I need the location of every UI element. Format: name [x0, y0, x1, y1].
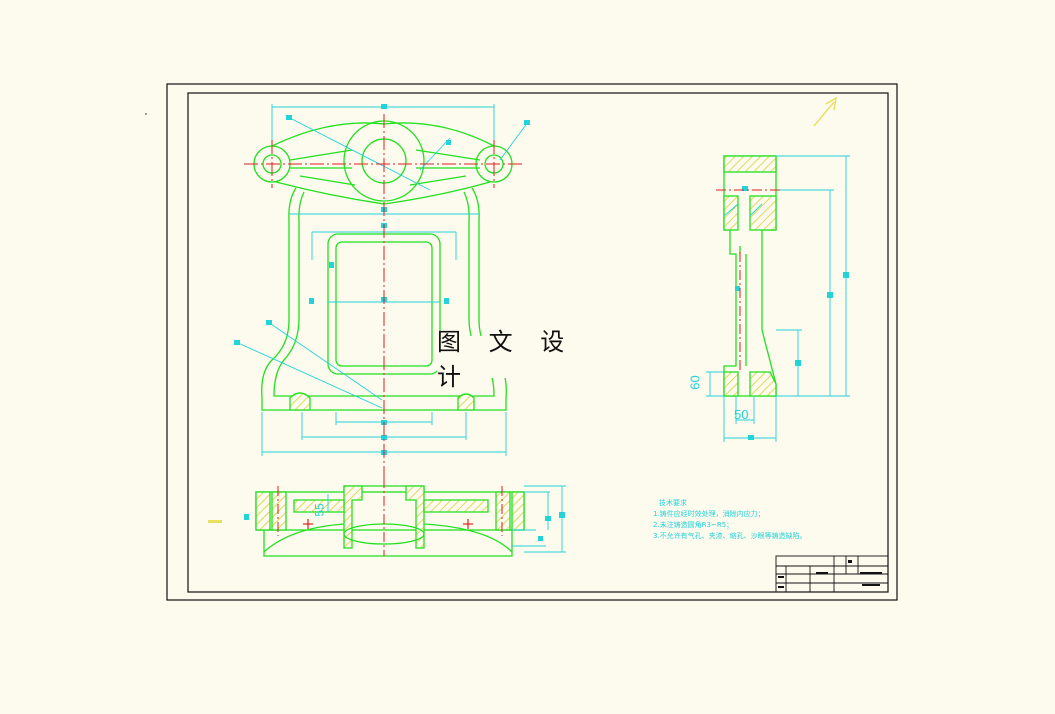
dimension-label-55: 55	[312, 503, 327, 517]
inner-frame	[187, 92, 889, 593]
front-dim-markers	[234, 104, 530, 455]
technical-requirements: 技术要求 1.铸件应经时效处理，消除内应力； 2.未注铸造圆角R3~R5； 3.…	[653, 498, 807, 542]
side-centerlines	[716, 189, 782, 372]
side-view	[723, 155, 777, 397]
stray-dot	[145, 113, 147, 115]
side-dimensions	[706, 155, 850, 442]
section-mark	[208, 520, 222, 523]
dimension-label-50: 50	[734, 407, 749, 422]
bottom-dim-markers	[244, 512, 565, 541]
front-centerlines	[244, 114, 524, 480]
notes-line: 3.不允许有气孔、夹渣、缩孔、沙眼等铸造缺陷。	[653, 532, 807, 540]
front-dimensions	[235, 104, 529, 456]
hole-markers	[303, 519, 473, 529]
arrow-icon	[813, 96, 837, 127]
title-block-text	[778, 560, 882, 588]
notes-line: 2.未注铸造圆角R3~R5；	[653, 521, 734, 529]
watermark: 图 文 设 计	[437, 328, 619, 391]
side-dim-markers	[735, 186, 849, 440]
outer-frame	[166, 83, 898, 601]
notes-title: 技术要求	[659, 499, 687, 507]
bottom-view	[255, 485, 525, 557]
bottom-centerlines	[277, 478, 503, 556]
dimension-label-60: 60	[687, 375, 703, 390]
bottom-dimensions	[327, 485, 566, 553]
notes-line: 1.铸件应经时效处理，消除内应力；	[653, 510, 765, 518]
